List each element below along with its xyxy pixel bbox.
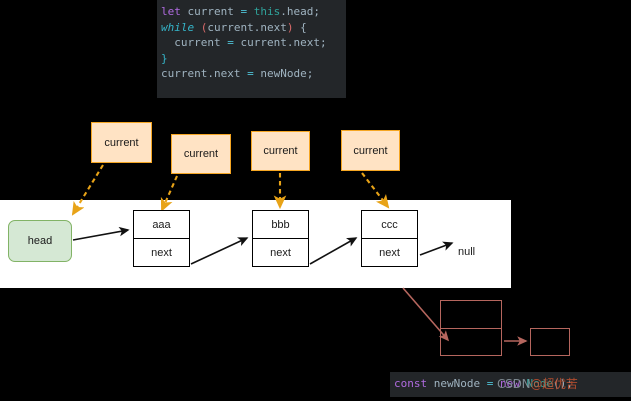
code-token: = [486, 377, 500, 390]
code-token: ) [286, 20, 294, 34]
head-node[interactable]: head [8, 220, 72, 262]
code-line: let current = this.head; [161, 4, 346, 20]
pointer-label: current [183, 148, 219, 160]
code-token: current [187, 5, 241, 18]
code-line: while (current.next) { [161, 20, 346, 36]
code-token: newNode; [260, 67, 314, 80]
code-token: = [247, 67, 261, 80]
new-node-box[interactable] [440, 300, 502, 356]
code-line: current.next = newNode; [161, 66, 346, 82]
new-node-target-box[interactable] [530, 328, 570, 356]
code-token: this [253, 5, 281, 18]
new-node-next-cell [441, 329, 501, 356]
node-next: next [379, 246, 400, 259]
code-token: (); [552, 377, 573, 390]
new-node-value-cell [441, 301, 501, 329]
node-value: ccc [362, 211, 417, 239]
code-token: let [161, 5, 188, 18]
code-token: current [161, 36, 228, 49]
code-token: = [227, 36, 241, 49]
code-token: Node [526, 377, 553, 390]
pointer-box-2[interactable]: current [251, 131, 310, 171]
csdn-watermark: CSDN@超优苦 [497, 375, 578, 392]
code-token: current.next [161, 67, 248, 80]
code-token: current.next; [240, 36, 327, 49]
watermark-handle: @超优苦 [530, 377, 578, 391]
node-value: bbb [253, 211, 308, 239]
pointer-label: current [104, 136, 139, 149]
code-token: { [293, 20, 307, 34]
code-token: newNode [433, 377, 487, 390]
list-node-2[interactable]: ccc next [361, 210, 418, 267]
pointer-box-0[interactable]: current [91, 122, 152, 163]
head-label: head [27, 235, 53, 247]
code-token: current.next [207, 20, 287, 34]
list-node-1[interactable]: bbb next [252, 210, 309, 267]
node-next: next [151, 246, 172, 259]
null-label: null [458, 246, 476, 258]
pointer-box-3[interactable]: current [341, 130, 400, 171]
code-line: } [161, 51, 346, 67]
node-value: aaa [134, 211, 189, 239]
code-token: new [499, 377, 527, 390]
code-token: const [394, 377, 434, 390]
list-node-0[interactable]: aaa next [133, 210, 190, 267]
code-token: = [240, 5, 254, 18]
code-token: while [161, 20, 195, 34]
watermark-brand: CSDN [497, 377, 531, 391]
code-line: const newNode = new Node(); [394, 377, 573, 390]
code-token: } [161, 51, 168, 65]
pointer-box-1[interactable]: current [171, 134, 231, 174]
node-next: next [270, 246, 291, 259]
pointer-label: current [263, 145, 298, 157]
code-line: current = current.next; [161, 35, 346, 51]
code-token: .head; [280, 5, 320, 18]
code-token [194, 21, 201, 34]
code-token: ( [200, 20, 208, 34]
pointer-label: current [353, 144, 388, 157]
code-block-newnode: const newNode = new Node(); [390, 372, 631, 397]
code-block-traversal: let current = this.head;while (current.n… [157, 0, 346, 98]
